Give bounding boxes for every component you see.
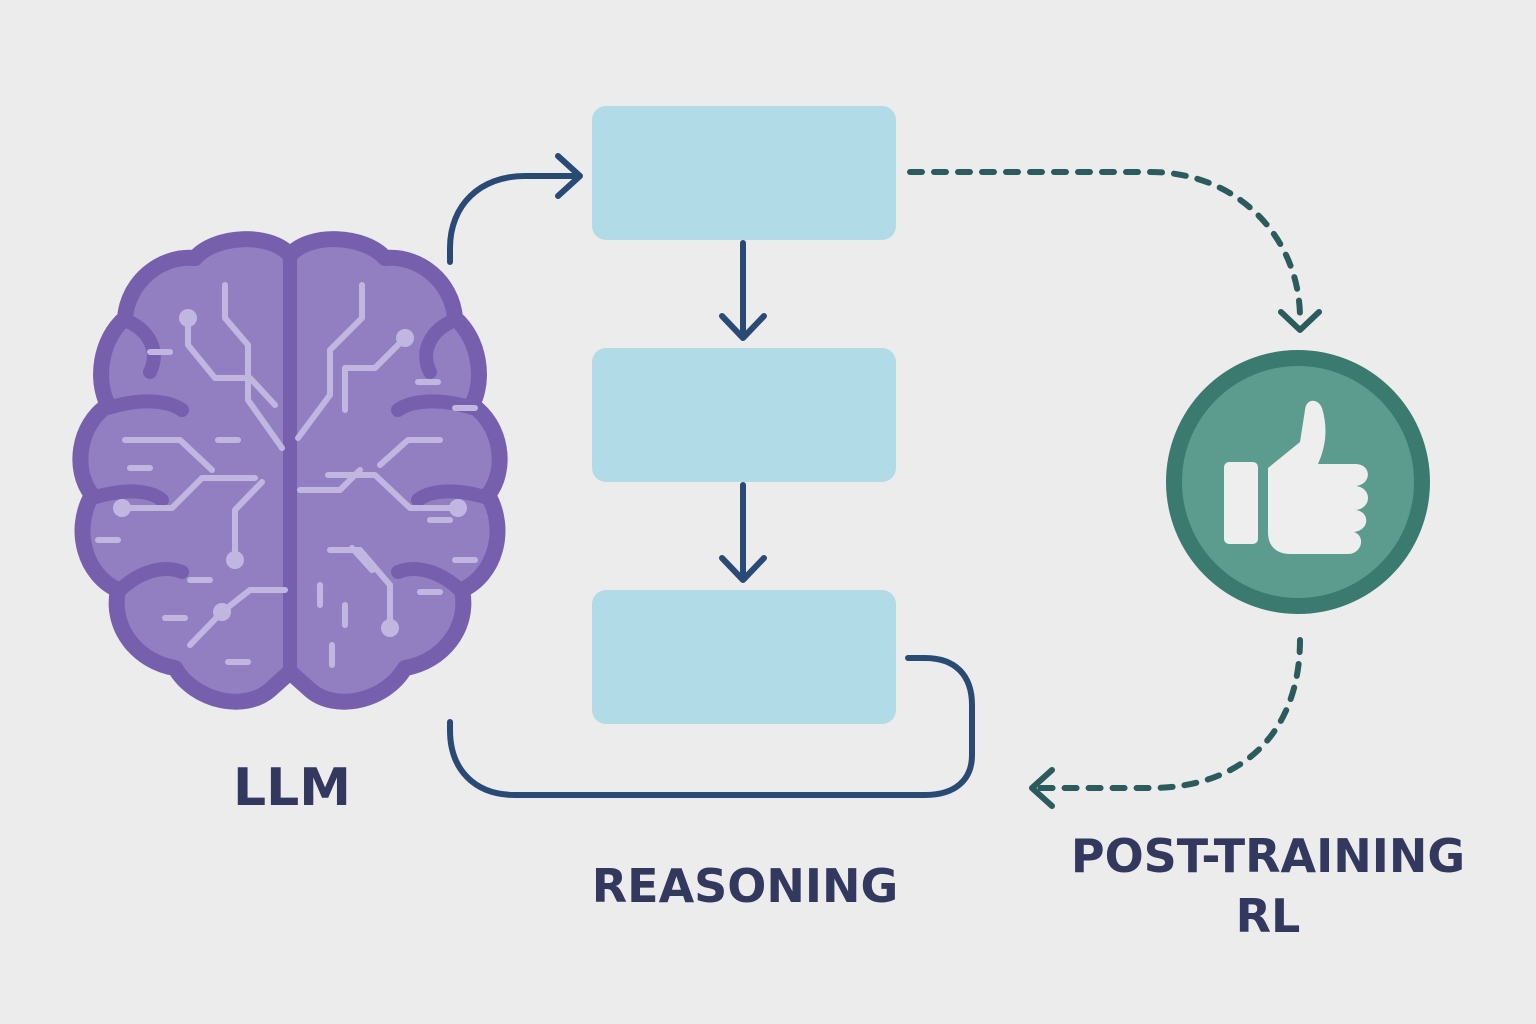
reasoning-step-box-2 [592, 348, 896, 482]
thumb-cuff [1224, 462, 1258, 544]
reasoning-step-box-3 [592, 590, 896, 724]
arrow-llm-to-reasoning [447, 153, 583, 265]
llm-label: LLM [233, 758, 351, 818]
brain-circuit-nodes [113, 309, 467, 637]
arrow-step2-to-step3 [719, 482, 767, 583]
reasoning-steps [592, 106, 896, 724]
reasoning-label: REASONING [592, 859, 899, 913]
post-training-label: POST-TRAINING [1071, 829, 1465, 883]
thumb-hand [1268, 400, 1368, 554]
thumbs-up-icon [1166, 350, 1430, 614]
loop-back-to-llm-line [447, 655, 975, 798]
dashed-arrow-reasoning-to-reward [907, 169, 1322, 333]
arrow-step1-to-step2 [719, 240, 767, 341]
brain-circuit-icon [72, 231, 508, 710]
dashed-arrow-reward-to-reasoning [1029, 637, 1303, 809]
reasoning-step-box-1 [592, 106, 896, 240]
brain-circuit-traces [95, 282, 478, 668]
brain-folds [85, 313, 495, 599]
rl-label: RL [1236, 889, 1301, 943]
